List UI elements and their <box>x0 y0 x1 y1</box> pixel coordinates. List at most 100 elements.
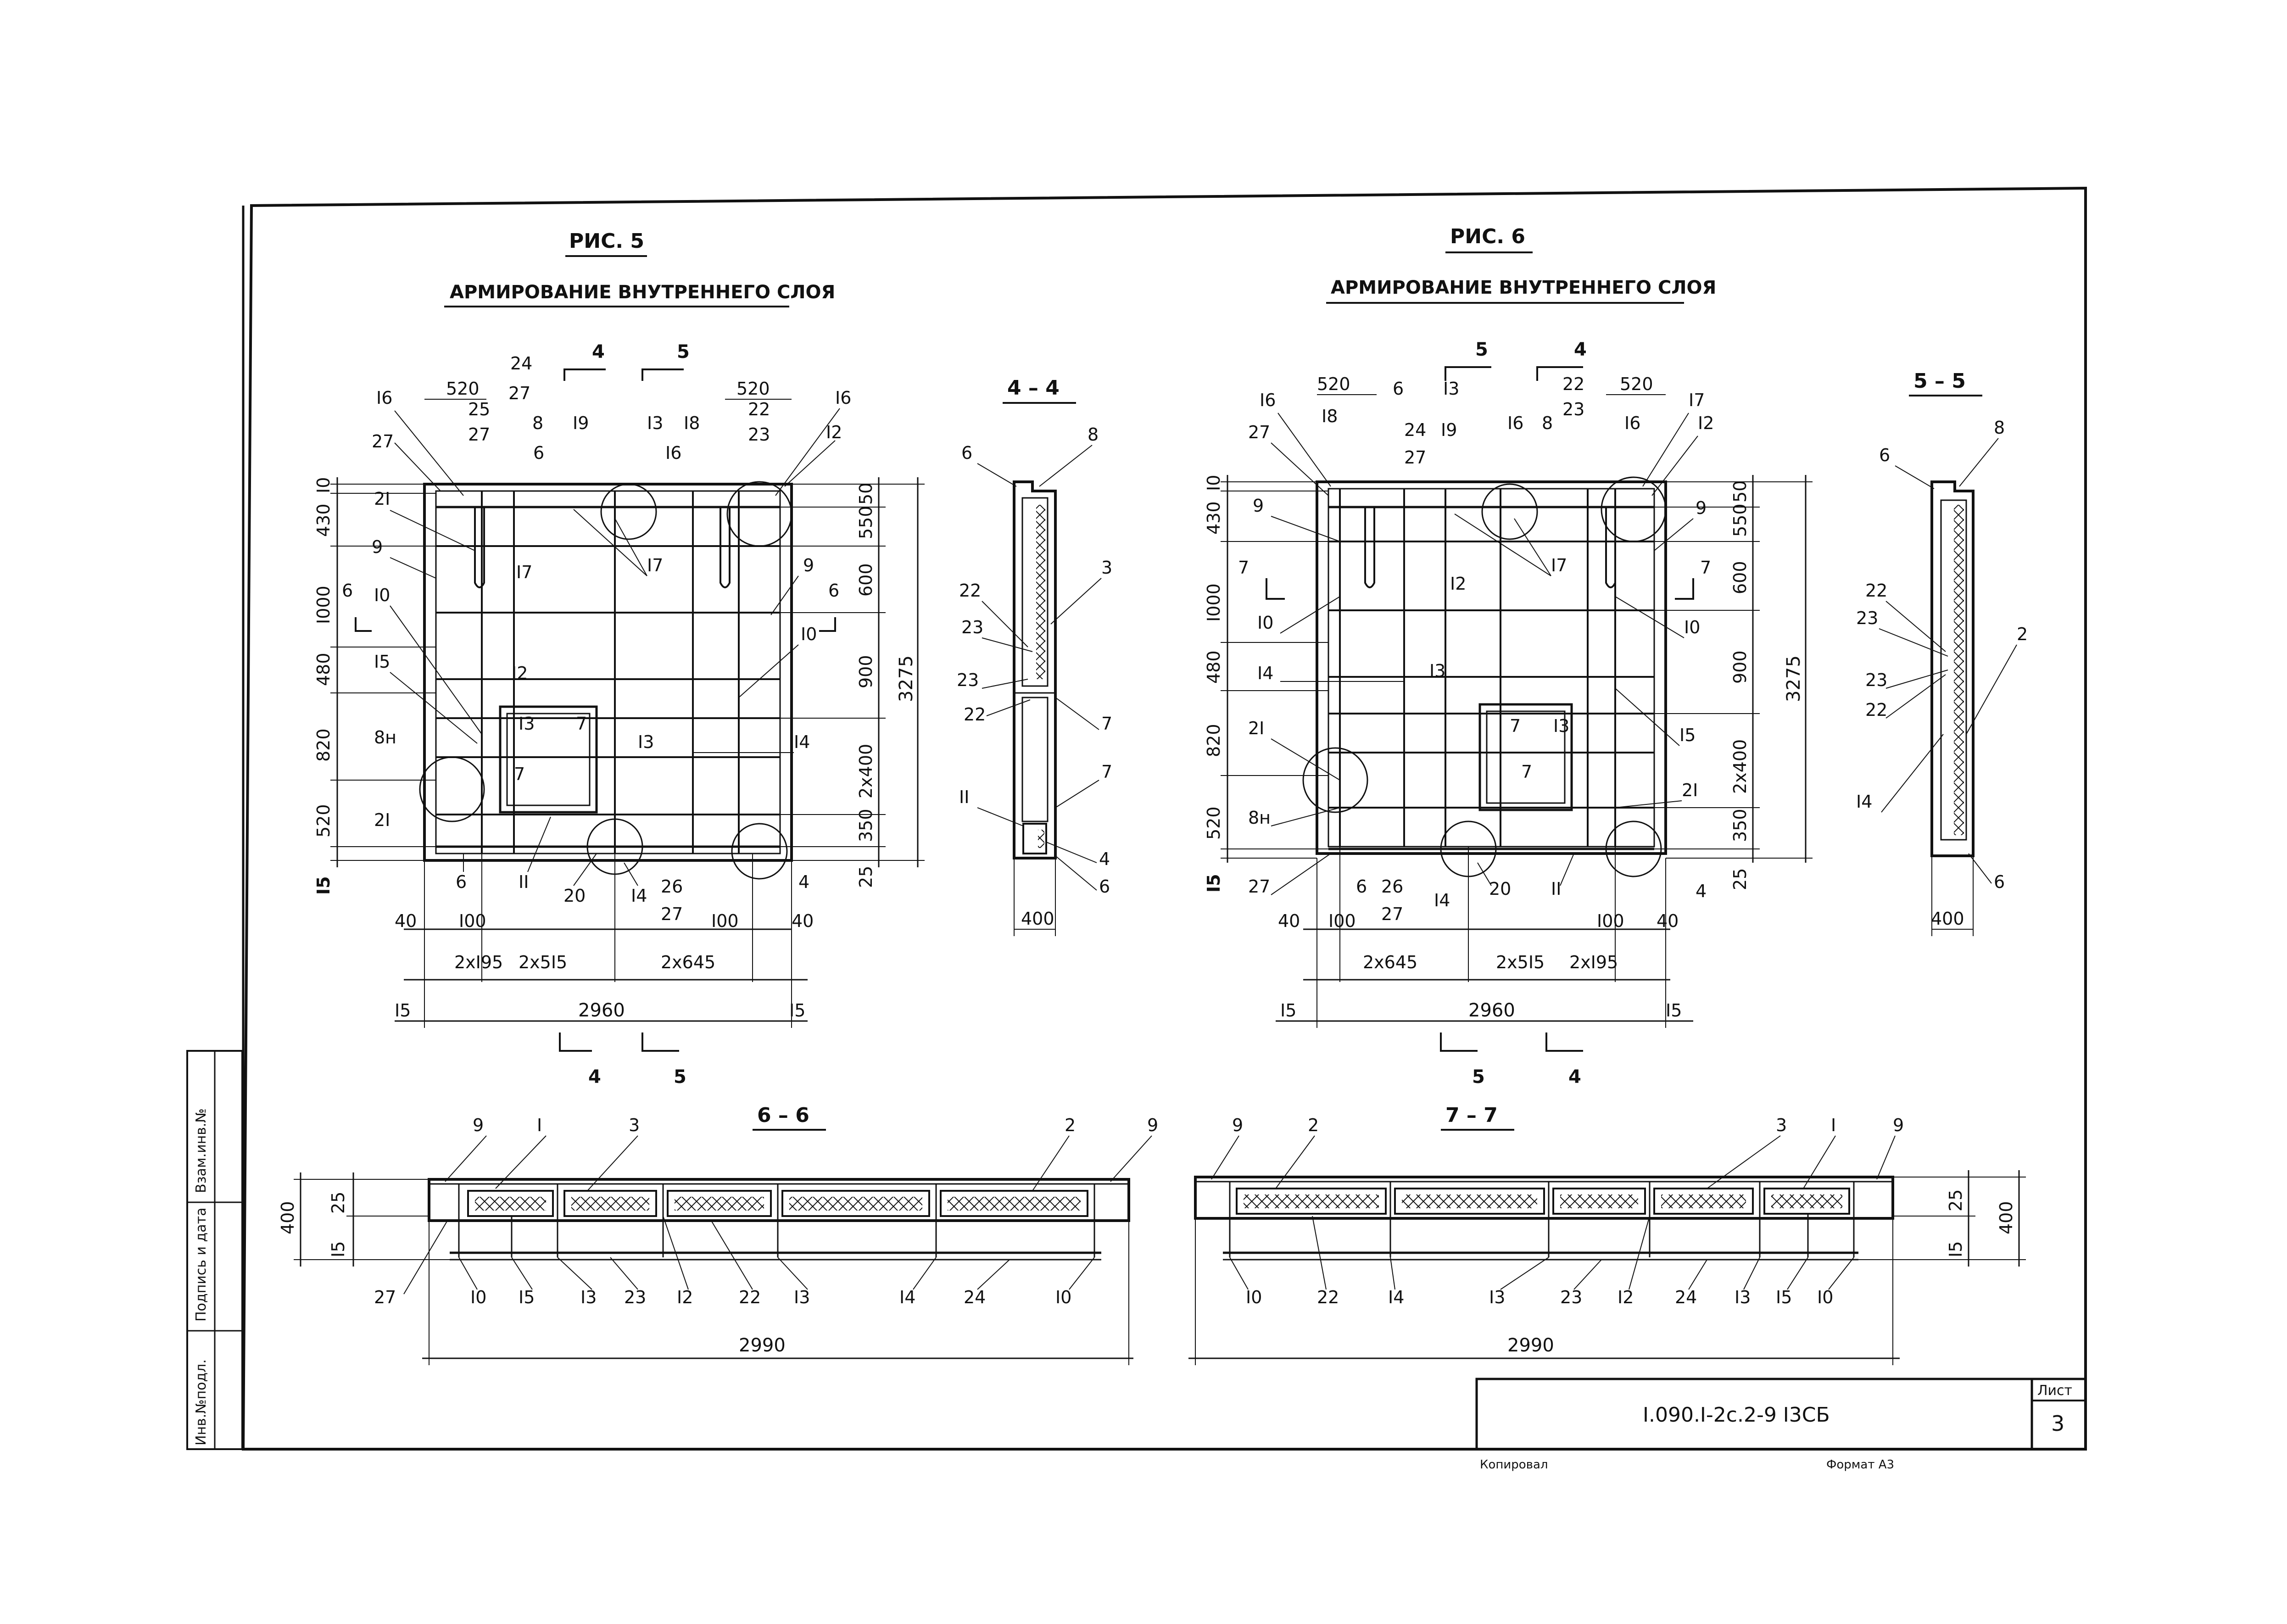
sec55-pos-6b: 6 <box>1994 872 2005 892</box>
sec66-bot-22: 22 <box>739 1287 761 1307</box>
fig5-pos-13b: I3 <box>519 714 535 734</box>
fig5-pos-16c: I6 <box>835 388 851 408</box>
fig6-pos-17b: I7 <box>1551 555 1567 575</box>
fig5-pos-20: 20 <box>563 886 586 906</box>
fig5-pos-9a: 9 <box>372 537 383 557</box>
fig6-pos-27a: 27 <box>1248 422 1270 442</box>
fig6-dim-left-480: 480 <box>1204 650 1224 684</box>
fig5-pos-16b: I6 <box>665 443 681 463</box>
fig5-pos-27a: 27 <box>508 383 530 403</box>
fig6-pos-7b: 7 <box>1521 762 1532 782</box>
sheet-label: Лист <box>2037 1383 2072 1399</box>
fig5-pos-4: 4 <box>798 872 809 892</box>
fig5-pos-6a: 6 <box>533 443 544 463</box>
fig6-pos-22: 22 <box>1562 374 1584 394</box>
fig5-pos-17a: I7 <box>516 562 532 582</box>
fig6-dim-left-520: 520 <box>1204 806 1224 840</box>
fig5-dim-right-550: 550 <box>856 506 876 539</box>
title-block: I.090.I-2c.2-9 I3CБ Лист 3 <box>1475 1378 2087 1451</box>
sec44-pos-22a: 22 <box>959 580 981 601</box>
fig6-dim-bottom-100b: I00 <box>1597 911 1624 931</box>
fig6-dim-left-1000: I000 <box>1204 583 1224 622</box>
fig6-dim-left-15: I5 <box>1204 874 1224 893</box>
fig6-pos-18: I8 <box>1322 406 1338 426</box>
sec77-bot-10b: I0 <box>1817 1287 1833 1307</box>
fig5-dim-left-1000: I000 <box>313 586 334 624</box>
fig5-dim-top-right: 520 <box>736 379 770 399</box>
fig6-cut-bottom-5: 5 <box>1472 1066 1485 1088</box>
fig5-side-cut-left: 6 <box>342 580 353 601</box>
fig6-dim-top-right: 520 <box>1620 374 1653 394</box>
fig6-pos-19: I9 <box>1441 420 1457 440</box>
sec66-bot-10b: I0 <box>1055 1287 1071 1307</box>
sec44-pos-22b: 22 <box>964 704 986 725</box>
fig6-pos-7a: 7 <box>1510 716 1521 736</box>
fig5-pos-24: 24 <box>510 353 532 374</box>
sec77-top-2: 2 <box>1308 1115 1319 1135</box>
sec66-length: 2990 <box>739 1335 786 1356</box>
sec44-pos-7b: 7 <box>1101 762 1112 782</box>
fig5-pos-7a: 7 <box>576 714 587 734</box>
fig5-pos-25: 25 <box>468 399 490 419</box>
fig6-dim-right-900: 900 <box>1730 650 1750 684</box>
fig6-dim-left-820: 820 <box>1204 724 1224 757</box>
fig5-dim-left-10: I0 <box>313 477 334 493</box>
sec77-title: 7 – 7 <box>1445 1104 1498 1127</box>
fig6-dim-right-50: 50 <box>1730 480 1750 502</box>
fig6-dim-15b: I5 <box>1666 1000 1682 1021</box>
sec66-bot-14: I4 <box>899 1287 915 1307</box>
fig5-dim-right-600: 600 <box>856 563 876 597</box>
fig6-pos-23: 23 <box>1562 399 1584 419</box>
sec44-title: 4 – 4 <box>1007 376 1060 400</box>
sec44-pos-6b: 6 <box>1099 876 1110 897</box>
sec66-dim-25: 25 <box>328 1192 348 1214</box>
sec77-dim-25: 25 <box>1946 1189 1966 1211</box>
fig6-pos-17a: I7 <box>1689 390 1705 410</box>
fig6-pos-26: 26 <box>1381 876 1403 897</box>
fig5-pos-21b: 2I <box>374 810 390 830</box>
fig6-pos-27c: 27 <box>1248 876 1270 897</box>
fig5-dim-right-25: 25 <box>856 866 876 888</box>
fig6-pos-16c: I6 <box>1624 413 1640 433</box>
fig5-dim-2x515: 2х5I5 <box>519 952 567 972</box>
fig6-title: АРМИРОВАНИЕ ВНУТРЕННЕГО СЛОЯ <box>1331 277 1716 298</box>
fig5-dim-2x195: 2хI95 <box>454 952 503 972</box>
fig6-dim-right-600: 600 <box>1730 561 1750 594</box>
sec66-bot-13b: I3 <box>794 1287 810 1307</box>
fig5-cut-bottom-4: 4 <box>588 1066 601 1088</box>
sec55-pos-6a: 6 <box>1879 445 1890 465</box>
fig6-caption: РИС. 6 <box>1450 225 1525 248</box>
fig6-pos-21a: 2I <box>1248 718 1264 738</box>
fig6-pos-16b: I6 <box>1507 413 1523 433</box>
fig5-pos-16a: I6 <box>376 388 392 408</box>
fig5-pos-12b: I2 <box>512 663 528 683</box>
sec77-dim-400: 400 <box>1996 1201 2016 1234</box>
fig5-pos-19: I9 <box>573 413 589 433</box>
fig5-dim-bottom-100a: I00 <box>459 911 486 931</box>
fig5-pos-27d: 27 <box>661 904 683 924</box>
sec55-pos-22b: 22 <box>1865 700 1887 720</box>
fig6-horizontal-bars <box>1328 506 1654 850</box>
fig5-dim-left-480: 480 <box>313 653 334 686</box>
fig5-dim-15a: I5 <box>395 1000 411 1021</box>
fig5-pos-11: II <box>519 872 529 892</box>
sec66-bot-23: 23 <box>624 1287 646 1307</box>
sec77-top-9a: 9 <box>1232 1115 1243 1135</box>
sec66-dim-400: 400 <box>278 1201 298 1234</box>
fig6-dim-2x645: 2х645 <box>1363 952 1417 972</box>
sec77-bot-22: 22 <box>1317 1287 1339 1307</box>
fig6-pos-14: I4 <box>1257 663 1273 683</box>
sec77-bot-15: I5 <box>1776 1287 1792 1307</box>
fig6-dim-2x515: 2х5I5 <box>1496 952 1545 972</box>
sec44-pos-23a: 23 <box>961 617 983 637</box>
fig6-dim-right-550: 550 <box>1730 503 1750 537</box>
fig6-pos-4: 4 <box>1696 881 1707 901</box>
fig6-pos-10b: I0 <box>1684 617 1700 637</box>
fig5-dim-right-2x400: 2х400 <box>856 744 876 798</box>
sec55-pos-2: 2 <box>2017 624 2028 644</box>
footer-format: Формат А3 <box>1826 1458 1894 1472</box>
fig5-pos-14: I4 <box>794 732 810 752</box>
fig5-pos-8n: 8н <box>374 727 396 748</box>
fig6-dim-bottom-40a: 40 <box>1278 911 1300 931</box>
fig5-cut-top-5: 5 <box>677 341 690 363</box>
